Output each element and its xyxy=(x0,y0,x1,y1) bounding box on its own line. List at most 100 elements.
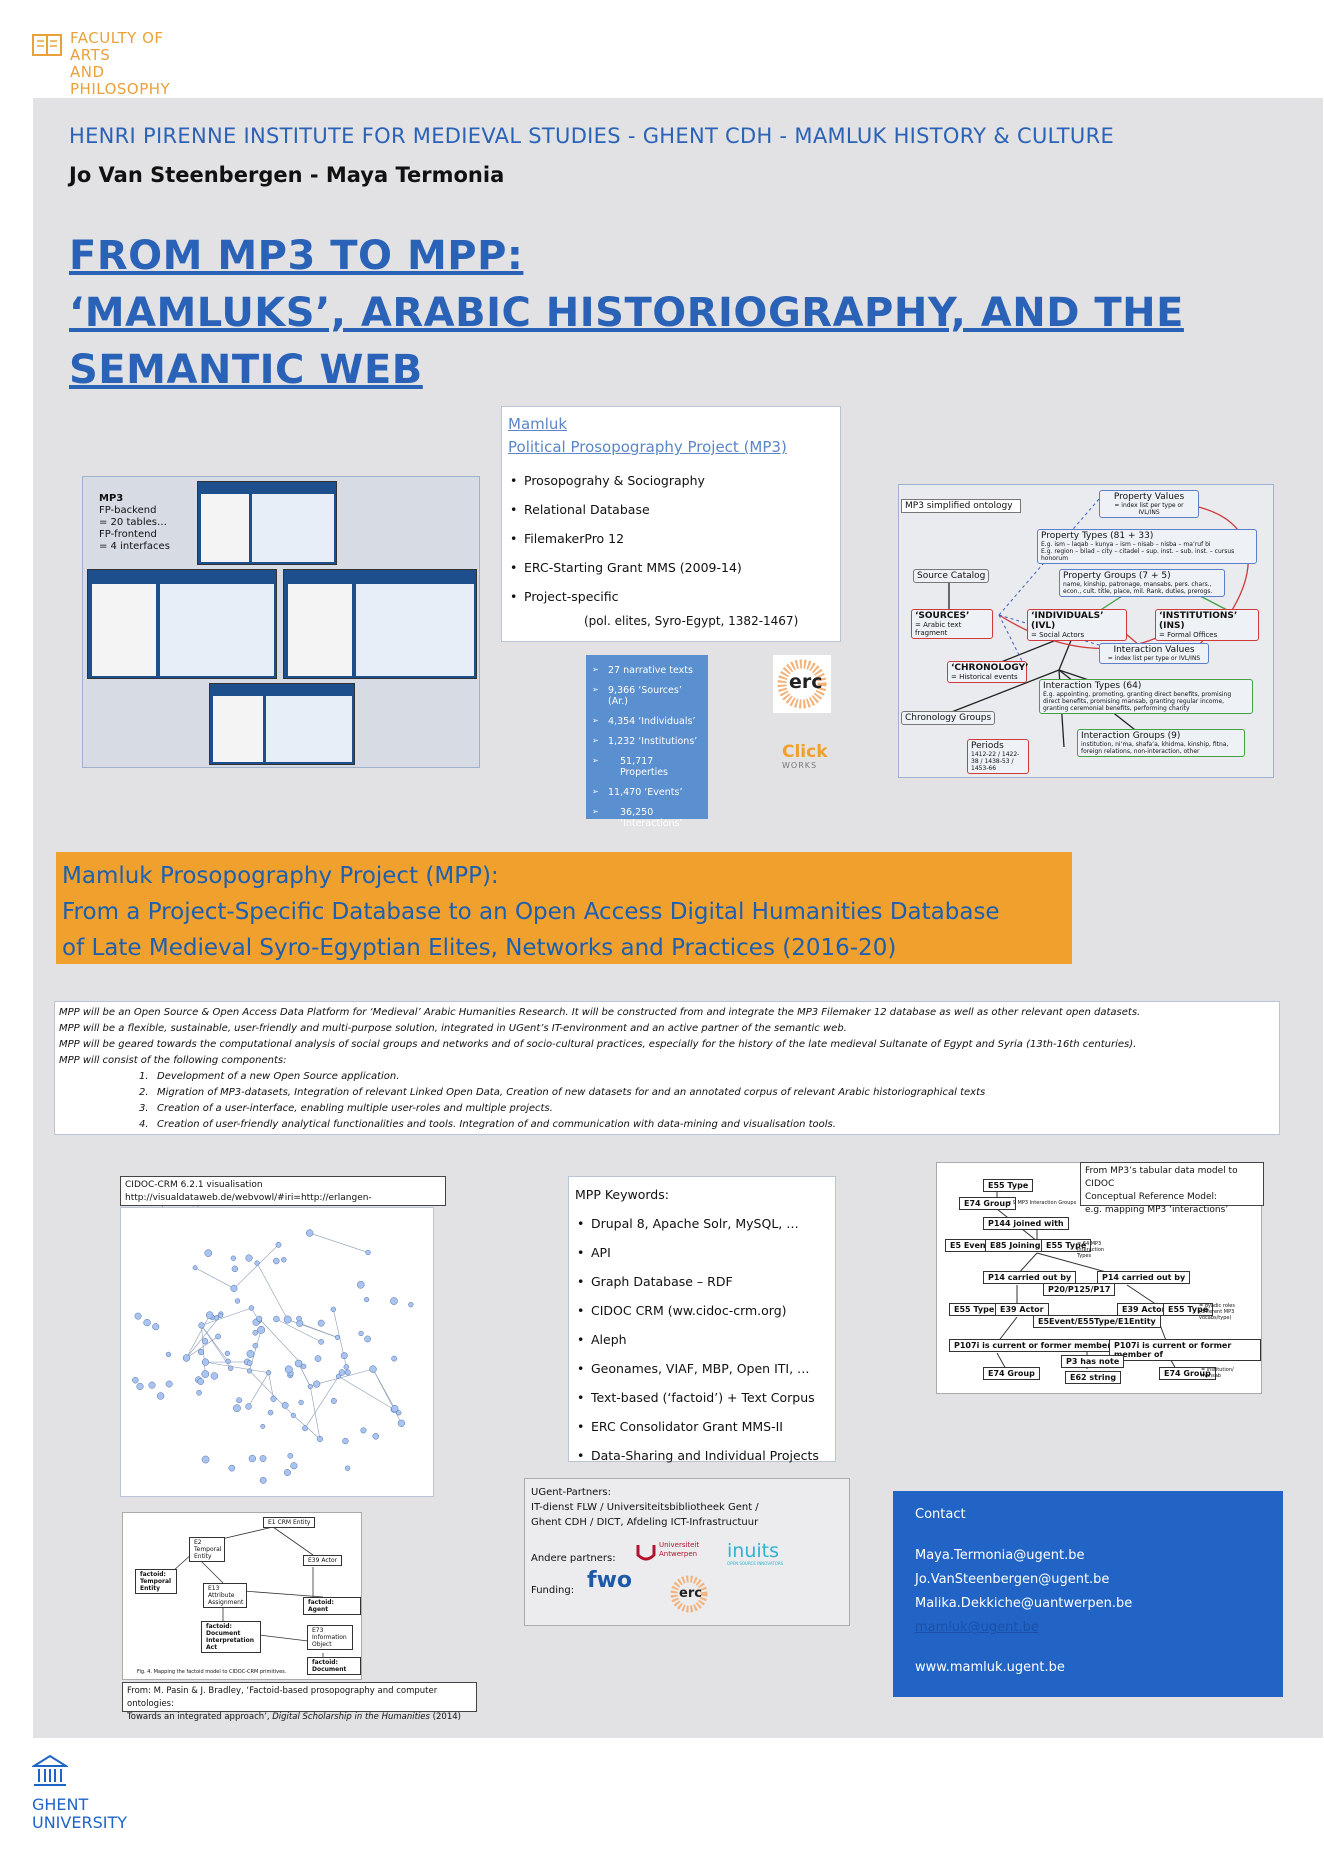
graph-node xyxy=(364,1335,371,1343)
list-item: Prosopograhy & Sociography xyxy=(508,473,834,488)
graph-edge xyxy=(298,1363,311,1387)
sources-title: ‘SOURCES’ xyxy=(915,611,970,621)
contact-box: Contact Maya.Termonia@ugent.be Jo.VanSte… xyxy=(893,1491,1283,1697)
graph-node xyxy=(358,1330,364,1337)
graph-node xyxy=(248,1305,255,1311)
factoid-node: E1 CRM Entity xyxy=(263,1517,316,1528)
ghent-university-logo: GHENT UNIVERSITY xyxy=(30,1754,142,1844)
click-text: Click xyxy=(782,742,828,762)
graph-node xyxy=(254,1260,260,1266)
graph-node xyxy=(314,1355,322,1362)
erc-dots-icon xyxy=(777,659,827,709)
graph-node xyxy=(252,1329,259,1336)
graph-node xyxy=(408,1301,414,1308)
list-item: Relational Database xyxy=(508,502,834,517)
graph-edge xyxy=(194,1267,235,1289)
graph-node xyxy=(301,1363,307,1369)
graph-node xyxy=(290,1462,298,1470)
property-types-sub1: E.g. ism – laqab – kunya – ism – nisab –… xyxy=(1041,541,1211,548)
graph-node xyxy=(335,1373,342,1379)
graph-node xyxy=(284,1365,293,1374)
graph-node xyxy=(259,1455,267,1462)
graph-node xyxy=(316,1435,323,1443)
periods-sub: 1412-22 / 1422-38 / 1438-53 / 1453-66 xyxy=(971,751,1020,772)
institutions-sub: = Formal Offices xyxy=(1159,631,1218,639)
andere-label: Andere partners: xyxy=(531,1553,616,1564)
graph-node xyxy=(148,1381,156,1389)
graph-edge xyxy=(304,1376,339,1429)
property-types-node: Property Types (81 + 33) E.g. ism – laqa… xyxy=(1037,529,1257,564)
graph-node xyxy=(270,1395,277,1402)
graph-edge xyxy=(259,1318,304,1367)
factoid-node: E2 Temporal Entity xyxy=(189,1537,225,1562)
graph-node xyxy=(281,1401,289,1409)
factoid-node: factoid: Document Interpretation Act xyxy=(201,1621,261,1653)
graph-node xyxy=(391,1355,397,1362)
source-catalog-node: Source Catalog xyxy=(913,569,990,583)
list-item: CIDOC CRM (ww.cidoc-crm.org) xyxy=(575,1303,829,1318)
periods-node: Periods 1412-22 / 1422-38 / 1438-53 / 14… xyxy=(967,739,1029,774)
p107-node-2: P107i is current or former member of xyxy=(1109,1339,1261,1361)
list-item: API xyxy=(575,1245,829,1260)
factoid-node: factoid: Agent xyxy=(303,1597,361,1615)
graph-edge xyxy=(316,1368,374,1385)
mp3-backend: FP-backend xyxy=(99,505,157,516)
poster-title-line-2: ‘MAMLUKS’, ARABIC HISTORIOGRAPHY, AND TH… xyxy=(69,290,1184,393)
graph-node xyxy=(273,1257,280,1265)
graph-edge xyxy=(233,1244,279,1289)
graph-node xyxy=(201,1455,210,1464)
list-item: Project-specific xyxy=(508,589,834,604)
mp3-box-title-1[interactable]: Mamluk xyxy=(508,415,568,433)
list-item: Text-based (‘factoid’) + Text Corpus xyxy=(575,1390,829,1405)
stat-item: 4,354 ‘Individuals’ xyxy=(592,716,702,727)
graph-node xyxy=(340,1352,348,1360)
mpp-title-line-1: Mamluk Prosopography Project (MPP): xyxy=(62,863,499,889)
property-types-title: Property Types (81 + 33) xyxy=(1041,531,1154,541)
interaction-groups-node: Interaction Groups (9) institution, ni‘m… xyxy=(1077,729,1245,757)
graph-edge xyxy=(201,1325,206,1375)
mapping-note: From MP3’s tabular data model to CIDOC C… xyxy=(1080,1162,1264,1215)
graph-edge xyxy=(186,1336,219,1359)
component-number: 4. xyxy=(139,1119,149,1130)
graph-node xyxy=(246,1360,253,1366)
graph-node xyxy=(233,1404,241,1413)
chronology-node: ‘CHRONOLOGY’ = Historical events xyxy=(947,661,1029,683)
contact-website[interactable]: www.mamluk.ugent.be xyxy=(915,1660,1065,1675)
graph-edge xyxy=(310,1386,321,1440)
e55-type-sub-2: = dyadic roles (different MP3 vocabs/typ… xyxy=(1199,1303,1235,1321)
contact-email[interactable]: Malika.Dekkiche@uantwerpen.be xyxy=(915,1596,1133,1611)
individuals-sub: = Social Actors xyxy=(1031,631,1085,639)
graph-node xyxy=(290,1412,296,1418)
p14-node-1: P14 carried out by xyxy=(983,1271,1077,1284)
contact-email[interactable]: mamluk@ugent.be xyxy=(915,1620,1039,1635)
property-groups-title: Property Groups (7 + 5) xyxy=(1063,571,1171,581)
graph-node xyxy=(369,1365,377,1373)
credit-year: (2014) xyxy=(429,1712,461,1722)
interaction-values-sub: = index list per type or IVL/INS xyxy=(1107,655,1201,662)
graph-node xyxy=(298,1399,304,1406)
e74-group-sub-3: = institution/ mansab xyxy=(1201,1367,1234,1379)
poster-title-line-1: FROM MP3 TO MPP: xyxy=(69,233,524,279)
property-types-sub2: E.g. region – bilad – city – citadel – s… xyxy=(1041,548,1235,562)
mp3-box-title-2[interactable]: Political Prosopography Project (MP3) xyxy=(508,438,787,456)
graph-node xyxy=(225,1358,231,1365)
mp3-box: Mamluk Political Prosopography Project (… xyxy=(501,406,841,642)
contact-email[interactable]: Maya.Termonia@ugent.be xyxy=(915,1548,1085,1563)
component-text: Creation of a user-interface, enabling m… xyxy=(157,1103,553,1114)
factoid-node: E13 Attribute Assignment xyxy=(203,1583,247,1608)
faculty-line-1: FACULTY OF ARTS xyxy=(70,29,164,64)
clickworks-logo: Click WORKS xyxy=(782,742,838,771)
chronology-title: ‘CHRONOLOGY’ xyxy=(951,663,1029,673)
mapping-note-2: Conceptual Reference Model: xyxy=(1085,1192,1218,1202)
e39-actor-node-1: E39 Actor xyxy=(995,1303,1049,1316)
graph-node xyxy=(287,1452,294,1459)
interaction-types-sub: E.g. appointing, promoting, granting dir… xyxy=(1043,691,1232,712)
contact-email[interactable]: Jo.VanSteenbergen@ugent.be xyxy=(915,1572,1110,1587)
book-icon xyxy=(32,34,62,56)
graph-node xyxy=(227,1365,234,1371)
mp3-frontend: FP-frontend xyxy=(99,529,157,540)
graph-node xyxy=(344,1369,351,1376)
factoid-node: factoid: Temporal Entity xyxy=(135,1569,177,1594)
component-item: 3.Creation of a user-interface, enabling… xyxy=(139,1101,1275,1117)
graph-node xyxy=(236,1397,243,1404)
